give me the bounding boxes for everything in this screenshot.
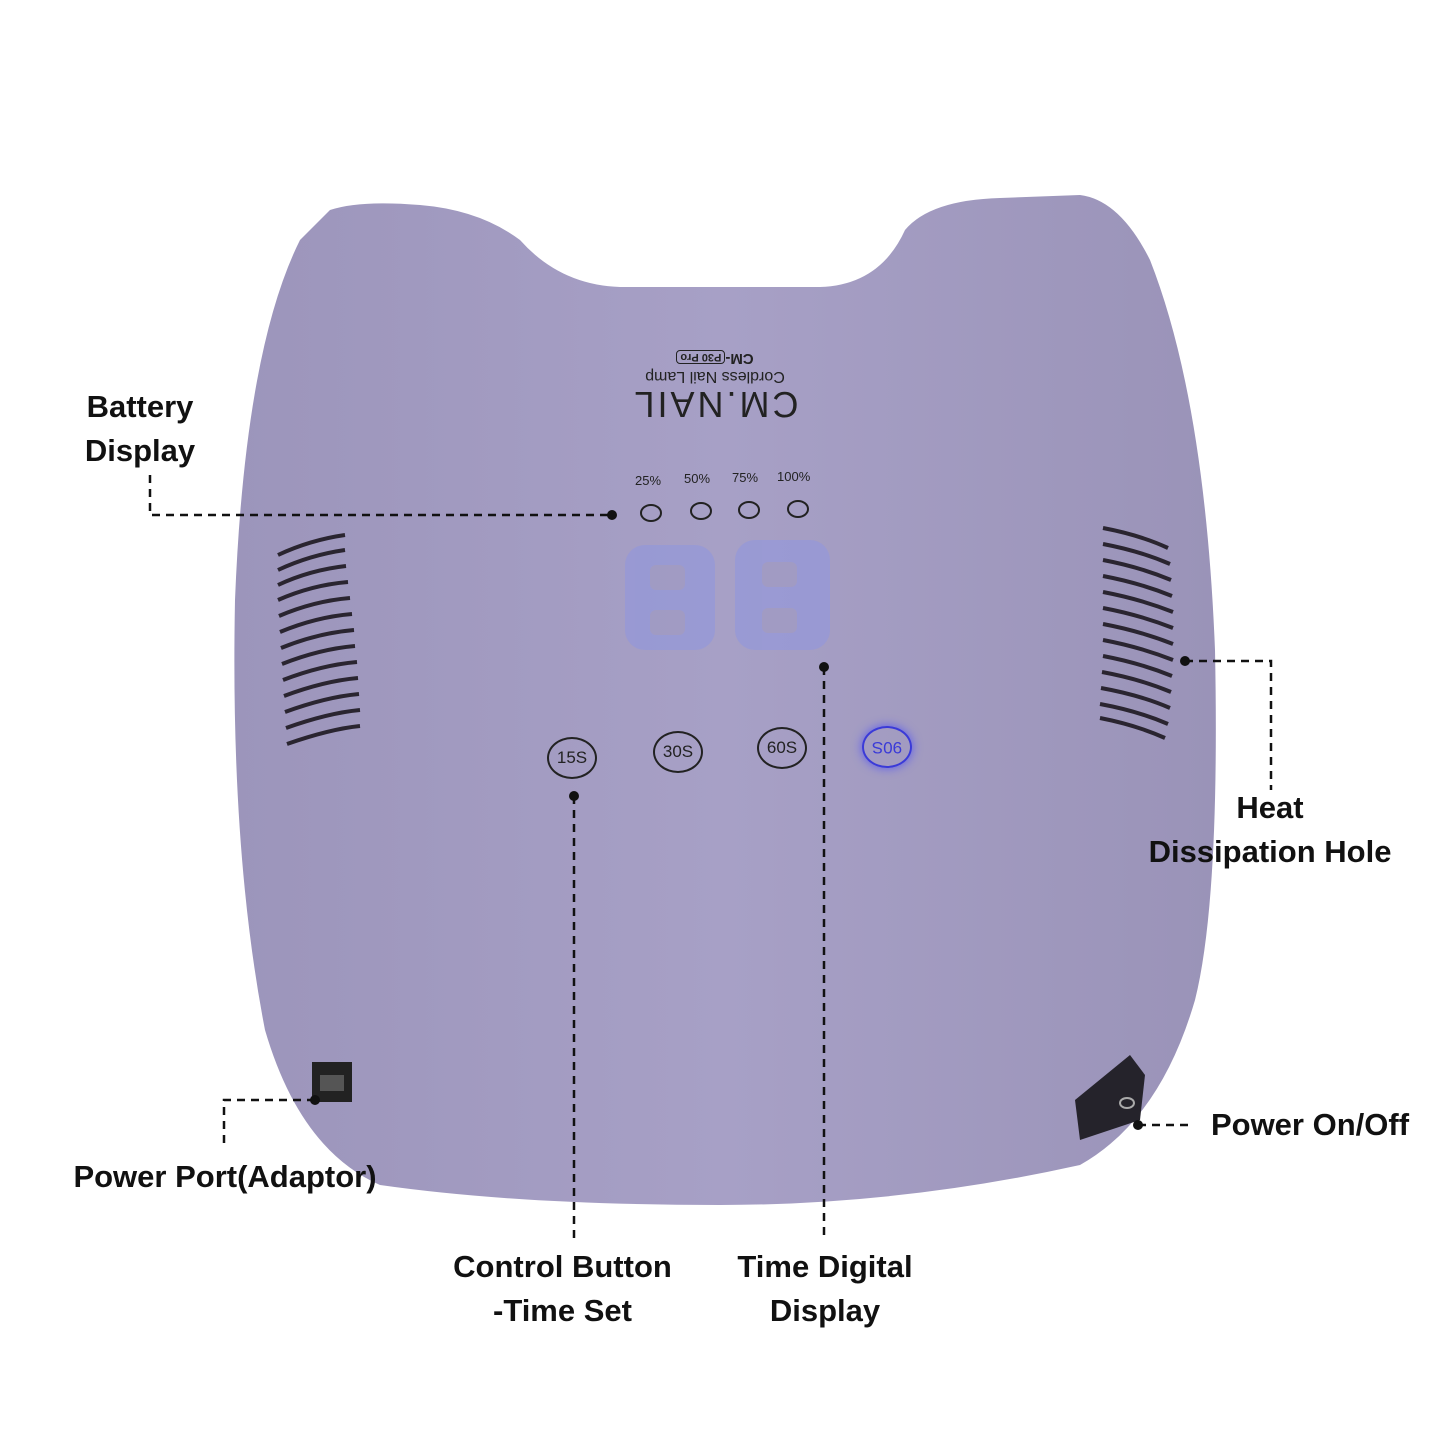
label-line: Display [84, 433, 196, 468]
leader-lines [148, 475, 1273, 1238]
label-power-switch: Power On/Off [1210, 1107, 1410, 1142]
label-line: Control Button [453, 1249, 672, 1284]
brand-name: CM.NAIL [631, 384, 799, 425]
brand-logo: CM.NAIL Cordless Nail Lamp CM-P30 Pro [610, 350, 820, 425]
time-button-30s[interactable]: 30S [653, 731, 703, 773]
label-power-port: Power Port(Adaptor) [73, 1159, 377, 1194]
model-prefix: CM- [725, 350, 754, 367]
label-line: Time Digital [737, 1249, 913, 1284]
label-line: Display [769, 1293, 881, 1328]
label-line: Heat [1236, 790, 1304, 825]
label-line: Battery [86, 389, 194, 424]
battery-indicator-leds [640, 500, 809, 522]
seven-segment-display [625, 540, 830, 650]
leader-dots [310, 510, 1190, 1130]
battery-25-label: 25% [635, 473, 662, 488]
brand-subtitle: Cordless Nail Lamp [645, 368, 785, 385]
heat-vents-left [277, 533, 361, 746]
label-control-button: Control Button -Time Set [430, 1245, 695, 1333]
label-line: Dissipation Hole [1148, 834, 1392, 869]
model-badge: P30 Pro [676, 350, 726, 364]
power-port-icon [312, 1062, 352, 1102]
lamp-body [234, 195, 1216, 1205]
heat-vents-right [1099, 526, 1174, 740]
battery-100-label: 100% [777, 469, 811, 484]
battery-50-label: 50% [684, 471, 711, 486]
seven-segment-holes [650, 562, 797, 635]
label-line: -Time Set [493, 1293, 632, 1328]
time-button-90s-active[interactable]: 90S [862, 726, 912, 768]
time-button-60s[interactable]: 60S [757, 727, 807, 769]
battery-75-label: 75% [732, 470, 759, 485]
time-button-15s[interactable]: 15S [547, 737, 597, 779]
power-switch-icon [1075, 1055, 1145, 1140]
